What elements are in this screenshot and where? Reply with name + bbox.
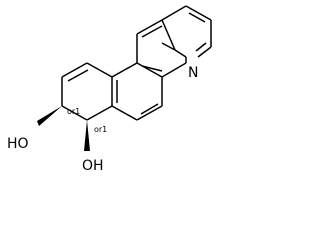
bond [61, 62, 88, 78]
bond [197, 46, 212, 58]
bond [174, 49, 187, 58]
bond [111, 105, 138, 121]
molecule-structure: N HO OH or1 or1 [7, 5, 212, 174]
bond [61, 105, 88, 121]
atom-labels: N HO OH or1 or1 [7, 65, 198, 174]
hydroxyl-label-upper: HO [7, 136, 29, 152]
bond [136, 62, 163, 78]
bond [136, 19, 163, 35]
bond [67, 69, 89, 82]
bond [195, 42, 207, 52]
bond [161, 5, 187, 21]
stereo-wedges [37, 106, 90, 151]
bond [188, 12, 206, 23]
bond-lines [61, 5, 212, 121]
stereo-label-lower: or1 [94, 125, 107, 134]
stereo-label-upper: or1 [67, 107, 80, 116]
wedge-bond-upper [37, 106, 62, 126]
nitrogen-label: N [188, 65, 198, 81]
bond [161, 42, 176, 51]
bond [140, 103, 159, 115]
wedge-bond-lower [84, 120, 90, 151]
bond [86, 105, 113, 121]
bond [161, 62, 187, 78]
hydroxyl-label-lower: OH [82, 158, 104, 174]
bond [161, 19, 176, 51]
bond [141, 65, 163, 72]
bond [141, 25, 163, 38]
bond [86, 62, 113, 78]
bond [111, 62, 138, 78]
bond [185, 5, 212, 21]
bond [136, 105, 163, 121]
